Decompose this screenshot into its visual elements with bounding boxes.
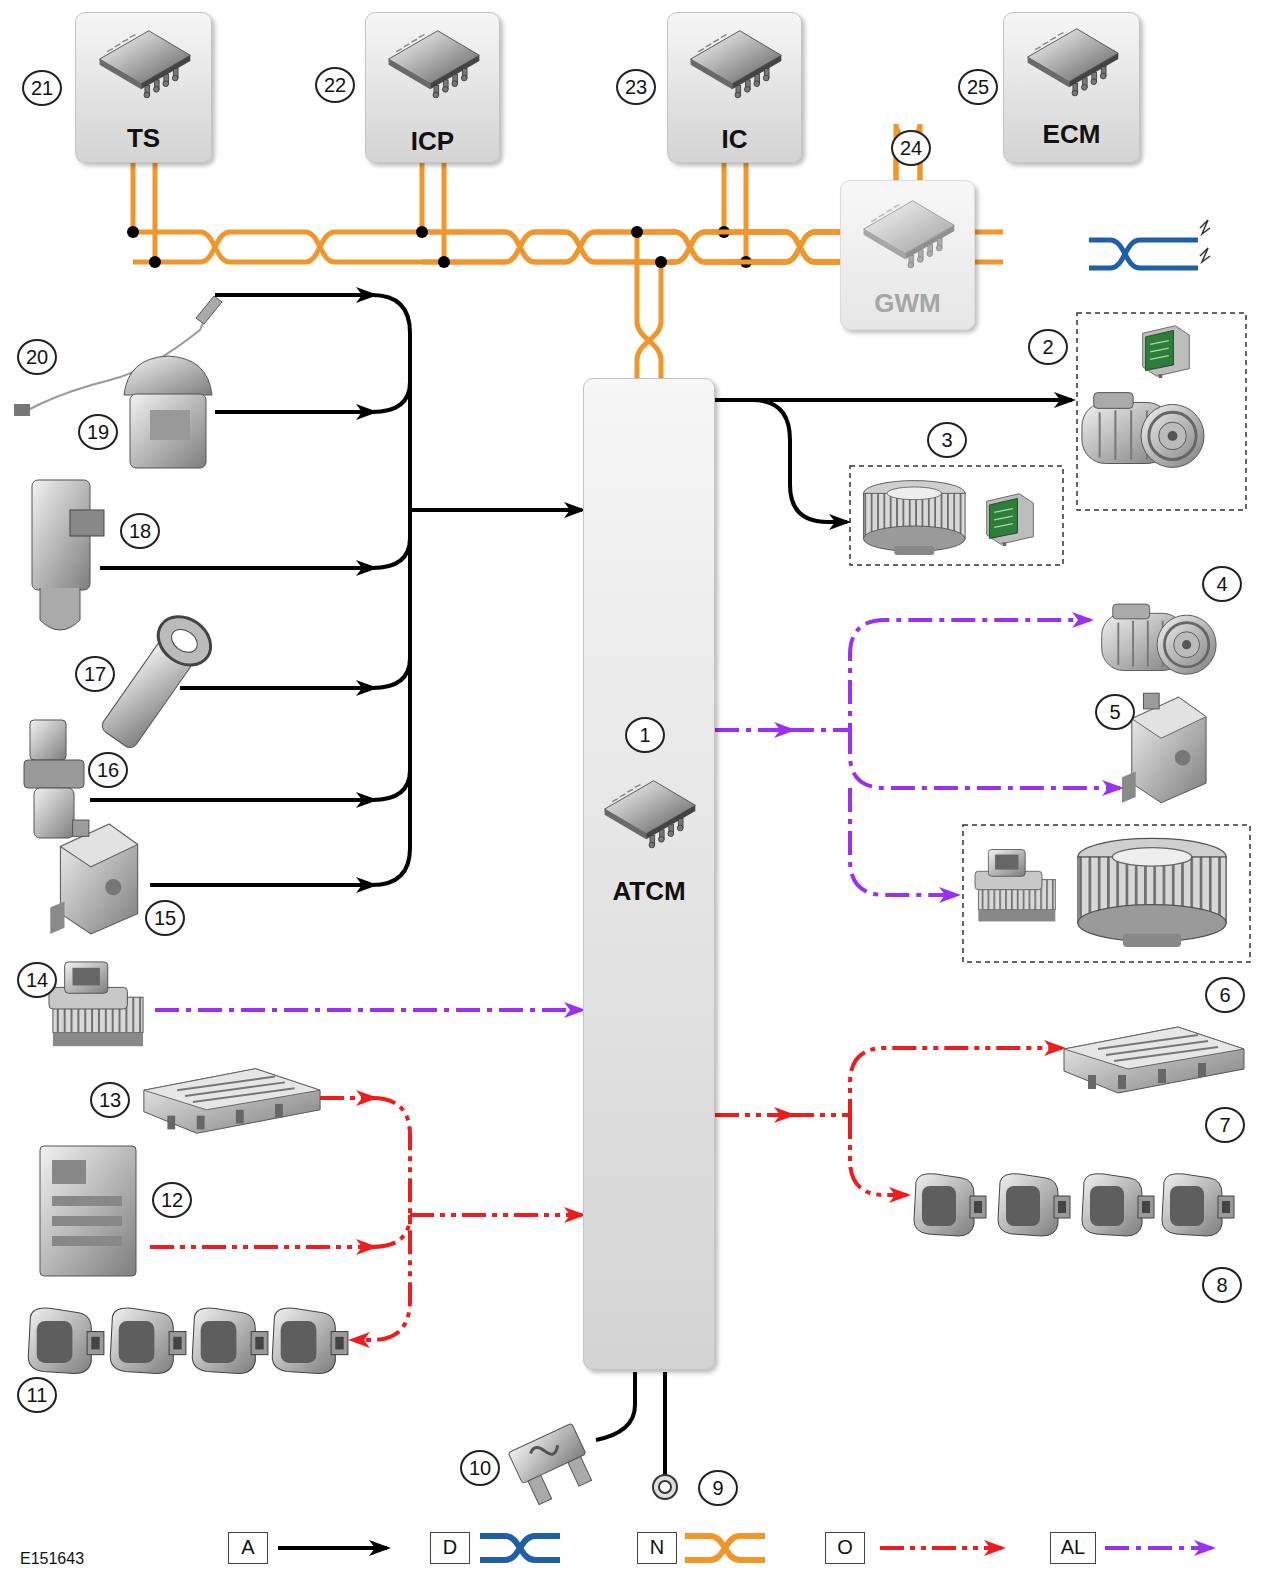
junction-dot bbox=[655, 256, 667, 268]
callout-number: 1 bbox=[625, 717, 665, 753]
network-bus bbox=[631, 226, 840, 378]
chip-icon bbox=[683, 23, 787, 99]
control-module-box: IC bbox=[667, 12, 802, 163]
control-module-box: TS bbox=[75, 12, 212, 163]
control-module-box: ATCM bbox=[583, 378, 715, 1370]
callout-number: 16 bbox=[88, 752, 128, 788]
junction-dot bbox=[438, 256, 450, 268]
junction-dot bbox=[631, 226, 643, 238]
chip-icon bbox=[856, 193, 960, 269]
callout-number: 22 bbox=[315, 67, 355, 103]
callout-number: 25 bbox=[958, 69, 998, 105]
callout-number: 9 bbox=[698, 1470, 738, 1506]
callout-number: 13 bbox=[90, 1082, 130, 1118]
bus-wire bbox=[722, 163, 727, 232]
bus-wire bbox=[153, 163, 158, 262]
bus-wire bbox=[131, 163, 136, 232]
figure-code: E151643 bbox=[20, 1550, 84, 1568]
callout-number: 11 bbox=[17, 1377, 57, 1413]
junction-dot bbox=[149, 256, 161, 268]
callout-number: 20 bbox=[17, 339, 57, 375]
bus-wire bbox=[637, 262, 661, 378]
chip-icon bbox=[597, 773, 701, 849]
callout-number: 14 bbox=[17, 962, 57, 998]
network-bus bbox=[416, 163, 840, 268]
legend-key: AL bbox=[1050, 1532, 1096, 1564]
callout-number: 5 bbox=[1095, 694, 1135, 730]
module-name: TS bbox=[76, 123, 211, 153]
callout-number: 10 bbox=[460, 1450, 500, 1486]
callout-number: 23 bbox=[616, 69, 656, 105]
legend-key: N bbox=[637, 1532, 677, 1564]
network-bus bbox=[718, 163, 840, 268]
legend-key: A bbox=[228, 1532, 268, 1564]
chip-icon bbox=[1020, 21, 1124, 97]
callout-number: 17 bbox=[75, 656, 115, 692]
control-module-box: GWM bbox=[840, 180, 975, 330]
chip-icon bbox=[381, 23, 485, 99]
callout-number: 7 bbox=[1205, 1107, 1245, 1143]
callout-number: 3 bbox=[927, 422, 967, 458]
network-bus bbox=[127, 163, 840, 268]
bus-wire bbox=[133, 232, 840, 262]
module-name: IC bbox=[668, 124, 801, 154]
control-module-box: ICP bbox=[365, 12, 500, 163]
module-name: ICP bbox=[366, 126, 499, 156]
bus-wire bbox=[133, 232, 840, 262]
bus-wire bbox=[744, 163, 749, 262]
legend-key: O bbox=[825, 1532, 865, 1564]
bus-wire bbox=[637, 232, 840, 262]
bus-wire bbox=[442, 163, 447, 262]
callout-number: 4 bbox=[1202, 566, 1242, 602]
callout-number: 21 bbox=[22, 70, 62, 106]
bus-wire bbox=[422, 232, 840, 262]
callout-number: 24 bbox=[891, 130, 931, 166]
module-name: GWM bbox=[841, 288, 974, 318]
callout-number: 2 bbox=[1028, 329, 1068, 365]
module-name: ECM bbox=[1004, 119, 1139, 149]
bus-wire bbox=[422, 232, 840, 262]
callout-number: 19 bbox=[78, 414, 118, 450]
bus-wire bbox=[420, 163, 425, 232]
callout-number: 6 bbox=[1205, 977, 1245, 1013]
junction-dot bbox=[416, 226, 428, 238]
callout-number: 18 bbox=[120, 513, 160, 549]
bus-wire bbox=[724, 232, 840, 262]
bus-wire bbox=[637, 232, 661, 378]
chip-icon bbox=[92, 23, 196, 99]
callout-number: 8 bbox=[1202, 1267, 1242, 1303]
junction-dot bbox=[127, 226, 139, 238]
control-module-box: ECM bbox=[1003, 12, 1140, 163]
callout-number: 15 bbox=[145, 900, 185, 936]
legend-key: D bbox=[430, 1532, 470, 1564]
module-name: ATCM bbox=[584, 876, 714, 906]
callout-number: 12 bbox=[152, 1182, 192, 1218]
bus-wire bbox=[724, 232, 840, 262]
bus-wire bbox=[637, 232, 840, 262]
